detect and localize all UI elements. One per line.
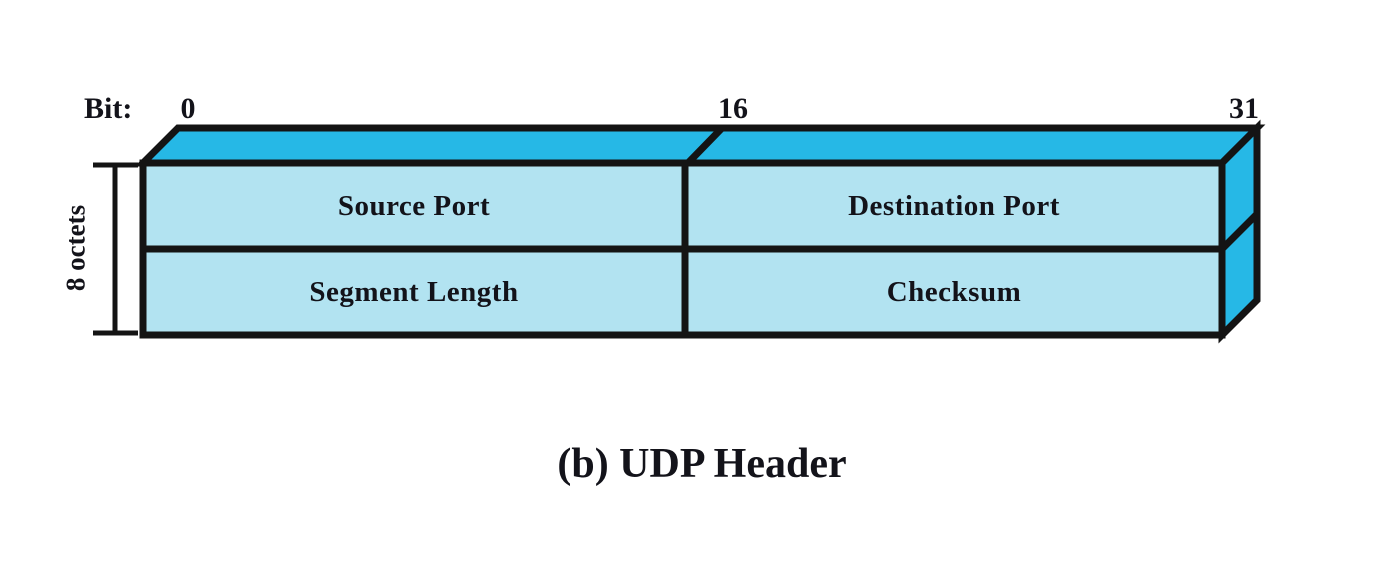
side-face-row-divider bbox=[1218, 211, 1260, 253]
octets-dimension-label: 8 octets bbox=[60, 204, 91, 292]
field-checksum: Checksum bbox=[886, 275, 1022, 308]
field-segment-length: Segment Length bbox=[309, 275, 519, 308]
top-face-divider-bit16 bbox=[684, 125, 725, 167]
bit-tick-0: 0 bbox=[180, 92, 196, 125]
field-source-port: Source Port bbox=[337, 189, 491, 222]
field-destination-port: Destination Port bbox=[848, 189, 1060, 222]
bit-tick-31: 31 bbox=[1229, 92, 1259, 125]
dimension-bracket bbox=[93, 162, 138, 336]
bit-tick-16: 16 bbox=[718, 92, 748, 125]
figure-caption: (b) UDP Header bbox=[557, 441, 847, 487]
bit-axis-label: Bit: bbox=[84, 92, 133, 125]
box-top-face bbox=[134, 124, 1266, 167]
